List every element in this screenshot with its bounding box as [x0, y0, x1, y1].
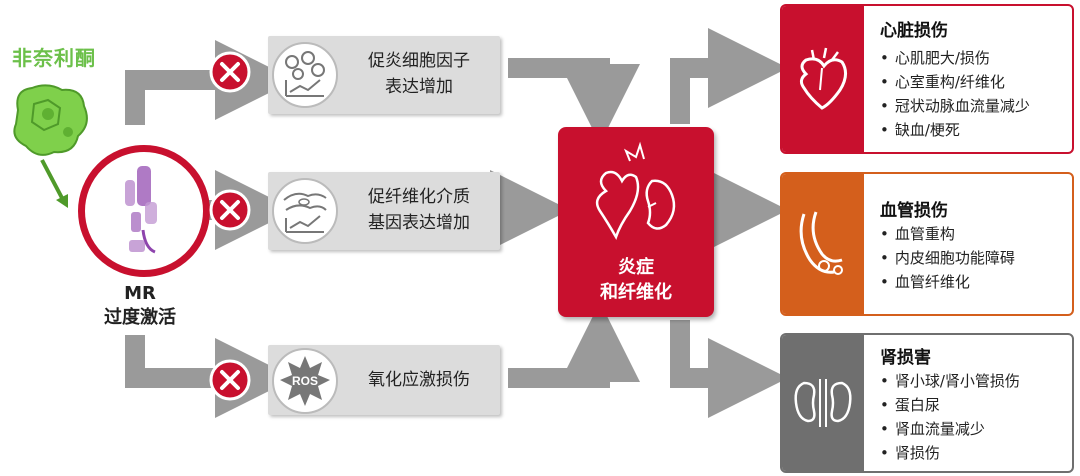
block-x-icon — [209, 51, 251, 93]
outcome-box-vessel: 血管损伤 血管重构 内皮细胞功能障碍 血管纤维化 — [780, 172, 1074, 316]
outcome-title: 心脏损伤 — [880, 21, 948, 41]
heart-icon — [799, 47, 847, 110]
outcome-item: 内皮细胞功能障碍 — [880, 246, 1015, 270]
ros-icon-text: ROS — [292, 374, 318, 388]
outcome-item: 肾血流量减少 — [880, 417, 1020, 441]
arrow-center-to-heart — [670, 28, 788, 124]
outcome-item: 缺血/梗死 — [880, 118, 1030, 142]
center-label-line1: 炎症 — [618, 257, 654, 278]
center-box-inflammation-fibrosis: 炎症 和纤维化 — [558, 127, 714, 317]
outcome-icon-panel — [782, 174, 864, 314]
block-x-icon — [209, 189, 251, 231]
cytokine-chart-icon — [272, 42, 338, 108]
outcome-icon-panel — [782, 335, 864, 471]
arrow-center-to-kidney — [670, 320, 788, 418]
outcome-item: 心肌肥大/损伤 — [880, 46, 1030, 70]
outcome-item: 血管纤维化 — [880, 270, 1015, 294]
outcome-box-kidney: 肾损害 肾小球/肾小管损伤 蛋白尿 肾血流量减少 肾损伤 — [780, 333, 1074, 473]
drug-to-receptor-arrow — [40, 159, 64, 199]
kidney-icon — [794, 379, 852, 427]
pathway-box-cytokines: 促炎细胞因子 表达增加 — [268, 36, 500, 114]
pathway-label-line1: 促炎细胞因子 — [368, 51, 470, 71]
heart-kidney-icon — [595, 141, 676, 241]
ros-icon: ROS — [272, 348, 338, 414]
pathway-label-line1: 促纤维化介质 — [368, 187, 470, 207]
receptor-label: MR 过度激活 — [80, 282, 200, 330]
arrow-pathway1-to-center — [508, 58, 640, 144]
drug-name: 非奈利酮 — [12, 46, 96, 70]
fibroblast-chart-icon — [272, 178, 338, 244]
outcome-item: 肾损伤 — [880, 441, 1020, 465]
arrow-pathway3-to-center — [508, 302, 640, 388]
pathway-box-fibrosis-mediators: 促纤维化介质 基因表达增加 — [268, 172, 500, 250]
outcome-box-heart: 心脏损伤 心肌肥大/损伤 心室重构/纤维化 冠状动脉血流量减少 缺血/梗死 — [780, 4, 1074, 154]
outcome-item: 冠状动脉血流量减少 — [880, 94, 1030, 118]
block-x-icon — [209, 359, 251, 401]
pathway-box-oxidative-stress: ROS 氧化应激损伤 — [268, 345, 500, 415]
outcome-item: 心室重构/纤维化 — [880, 70, 1030, 94]
outcome-item: 蛋白尿 — [880, 393, 1020, 417]
blood-vessel-icon — [799, 211, 843, 275]
pathway-label-line2: 表达增加 — [385, 77, 453, 97]
outcome-title: 血管损伤 — [880, 201, 948, 221]
receptor-circle — [78, 145, 210, 277]
outcome-item: 血管重构 — [880, 222, 1015, 246]
receptor-protein-icon — [125, 166, 157, 254]
center-label: 炎症 和纤维化 — [558, 255, 714, 305]
drug-molecule-icon — [13, 84, 88, 156]
pathway-label-line1: 氧化应激损伤 — [368, 370, 470, 390]
pathway-label-line2: 基因表达增加 — [368, 213, 470, 233]
outcome-icon-panel — [782, 6, 864, 152]
outcome-title: 肾损害 — [880, 348, 931, 368]
center-label-line2: 和纤维化 — [600, 282, 672, 303]
receptor-label-line1: MR — [124, 283, 156, 304]
receptor-label-line2: 过度激活 — [104, 307, 176, 328]
outcome-item: 肾小球/肾小管损伤 — [880, 369, 1020, 393]
